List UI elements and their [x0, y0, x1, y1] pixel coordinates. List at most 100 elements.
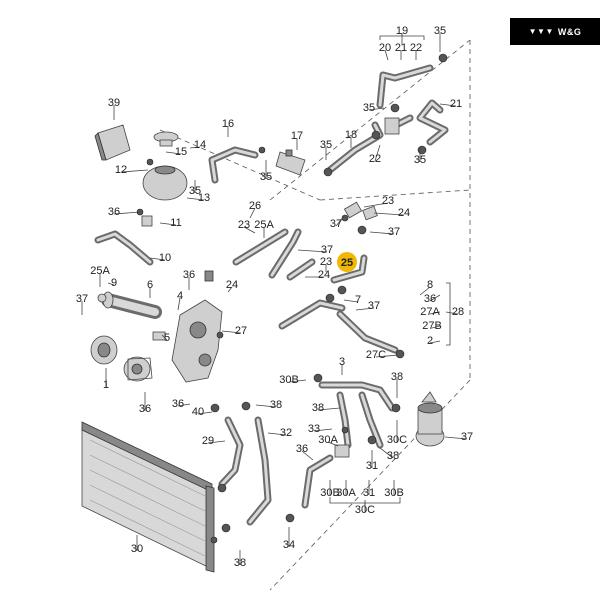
leader-line	[159, 222, 177, 226]
callout-label: 21	[450, 98, 462, 110]
callout-label: 30B	[279, 374, 299, 386]
callout-label: 35	[189, 185, 201, 197]
leader-line	[149, 257, 166, 261]
callout-label: 21	[395, 42, 407, 54]
leader-line	[107, 282, 115, 286]
callout-label: 15	[175, 146, 187, 158]
callout-label: 28	[452, 306, 464, 318]
highlight-marker	[337, 252, 357, 272]
callout-label: 13	[198, 192, 210, 204]
part-1-pump	[123, 356, 153, 382]
callout-label: 33	[308, 423, 320, 435]
callout-label: 35	[320, 139, 332, 151]
group-bracket-19	[379, 33, 425, 40]
callout-label: 32	[280, 427, 292, 439]
callout-label: 36	[183, 269, 195, 281]
callout-label: 38	[234, 557, 246, 569]
part-11-sensor	[136, 208, 153, 227]
callout-label: 27A	[420, 306, 440, 318]
callout-label: 24	[226, 279, 238, 291]
leader-line	[373, 212, 405, 216]
callout-label: 8	[427, 279, 433, 291]
callout-label: 38	[270, 399, 282, 411]
part-14-cap	[153, 131, 179, 147]
leader-line	[431, 325, 441, 329]
leader-line	[313, 428, 333, 432]
callout-label: 36	[424, 293, 436, 305]
callout-label: 16	[222, 118, 234, 130]
part-2-gasket	[152, 331, 166, 341]
leader-line	[429, 311, 441, 315]
callout-label: 27	[235, 325, 247, 337]
callout-label: 22	[369, 153, 381, 165]
part-5-housing	[171, 299, 224, 383]
callout-label: 11	[170, 217, 181, 229]
callout-label: 38	[312, 402, 324, 414]
callout-label: 36	[172, 398, 184, 410]
part-13-reservoir	[142, 158, 188, 201]
callout-label: 6	[147, 279, 153, 291]
callout-label: 7	[355, 294, 361, 306]
callout-label: 35	[414, 154, 426, 166]
leader-line	[355, 307, 375, 311]
callout-label: 12	[115, 164, 127, 176]
leader-line	[207, 440, 226, 444]
hose-27C	[336, 310, 399, 354]
callout-label: 30B	[384, 487, 404, 499]
callout-label: 5	[164, 332, 170, 344]
callout-label: 37	[368, 300, 380, 312]
leader-line	[189, 146, 201, 149]
leader-line	[267, 432, 287, 436]
callout-label: 37	[330, 218, 342, 230]
leader-line	[363, 202, 389, 208]
callout-label: 3	[339, 356, 345, 368]
highlight-label: 25	[341, 257, 353, 269]
highlight-callout-25: 25	[337, 252, 357, 272]
leader-line	[343, 299, 359, 303]
leader-lines	[81, 33, 468, 565]
leader-line	[177, 297, 181, 311]
leader-line	[327, 441, 339, 447]
leader-line	[197, 411, 213, 415]
callout-label: 38	[387, 450, 399, 462]
part-37-plug	[204, 270, 214, 282]
group-bracket	[446, 282, 451, 346]
leader-line	[186, 197, 205, 201]
callout-label: 37	[388, 226, 400, 238]
brand-logo: ▼▼▼ W&G	[510, 18, 600, 45]
callout-label: 10	[159, 252, 171, 264]
part-3-pulley	[90, 335, 118, 365]
leader-line	[227, 286, 233, 293]
callout-label: 22	[410, 42, 422, 54]
callout-label: 25A	[254, 219, 274, 231]
leader-line	[249, 207, 256, 219]
part-31-tee	[334, 426, 350, 458]
frame-outline	[159, 39, 471, 591]
leader-line	[369, 231, 395, 235]
callout-label: 30C	[355, 504, 375, 516]
leader-line	[120, 169, 149, 173]
callout-label: 9	[111, 277, 117, 289]
callout-label: 23	[238, 219, 250, 231]
leader-line	[429, 294, 441, 302]
leader-line	[429, 340, 441, 344]
part-17-connector	[275, 149, 306, 176]
leader-line	[301, 450, 314, 461]
leader-line	[297, 249, 328, 253]
callout-label: 30C	[387, 434, 407, 446]
callout-label: 36	[296, 443, 308, 455]
hose-group-19	[323, 53, 449, 177]
callout-label: 14	[194, 139, 206, 151]
callout-label: 26	[249, 200, 261, 212]
callout-label: 39	[108, 97, 120, 109]
callout-label: 36	[139, 403, 151, 415]
leader-line	[379, 447, 394, 459]
callout-label: 1	[103, 379, 109, 391]
callout-label: 38	[391, 371, 403, 383]
leader-line	[161, 334, 168, 341]
part-9-ring	[97, 293, 107, 303]
leader-line	[113, 211, 141, 215]
callout-label: 17	[291, 130, 303, 142]
